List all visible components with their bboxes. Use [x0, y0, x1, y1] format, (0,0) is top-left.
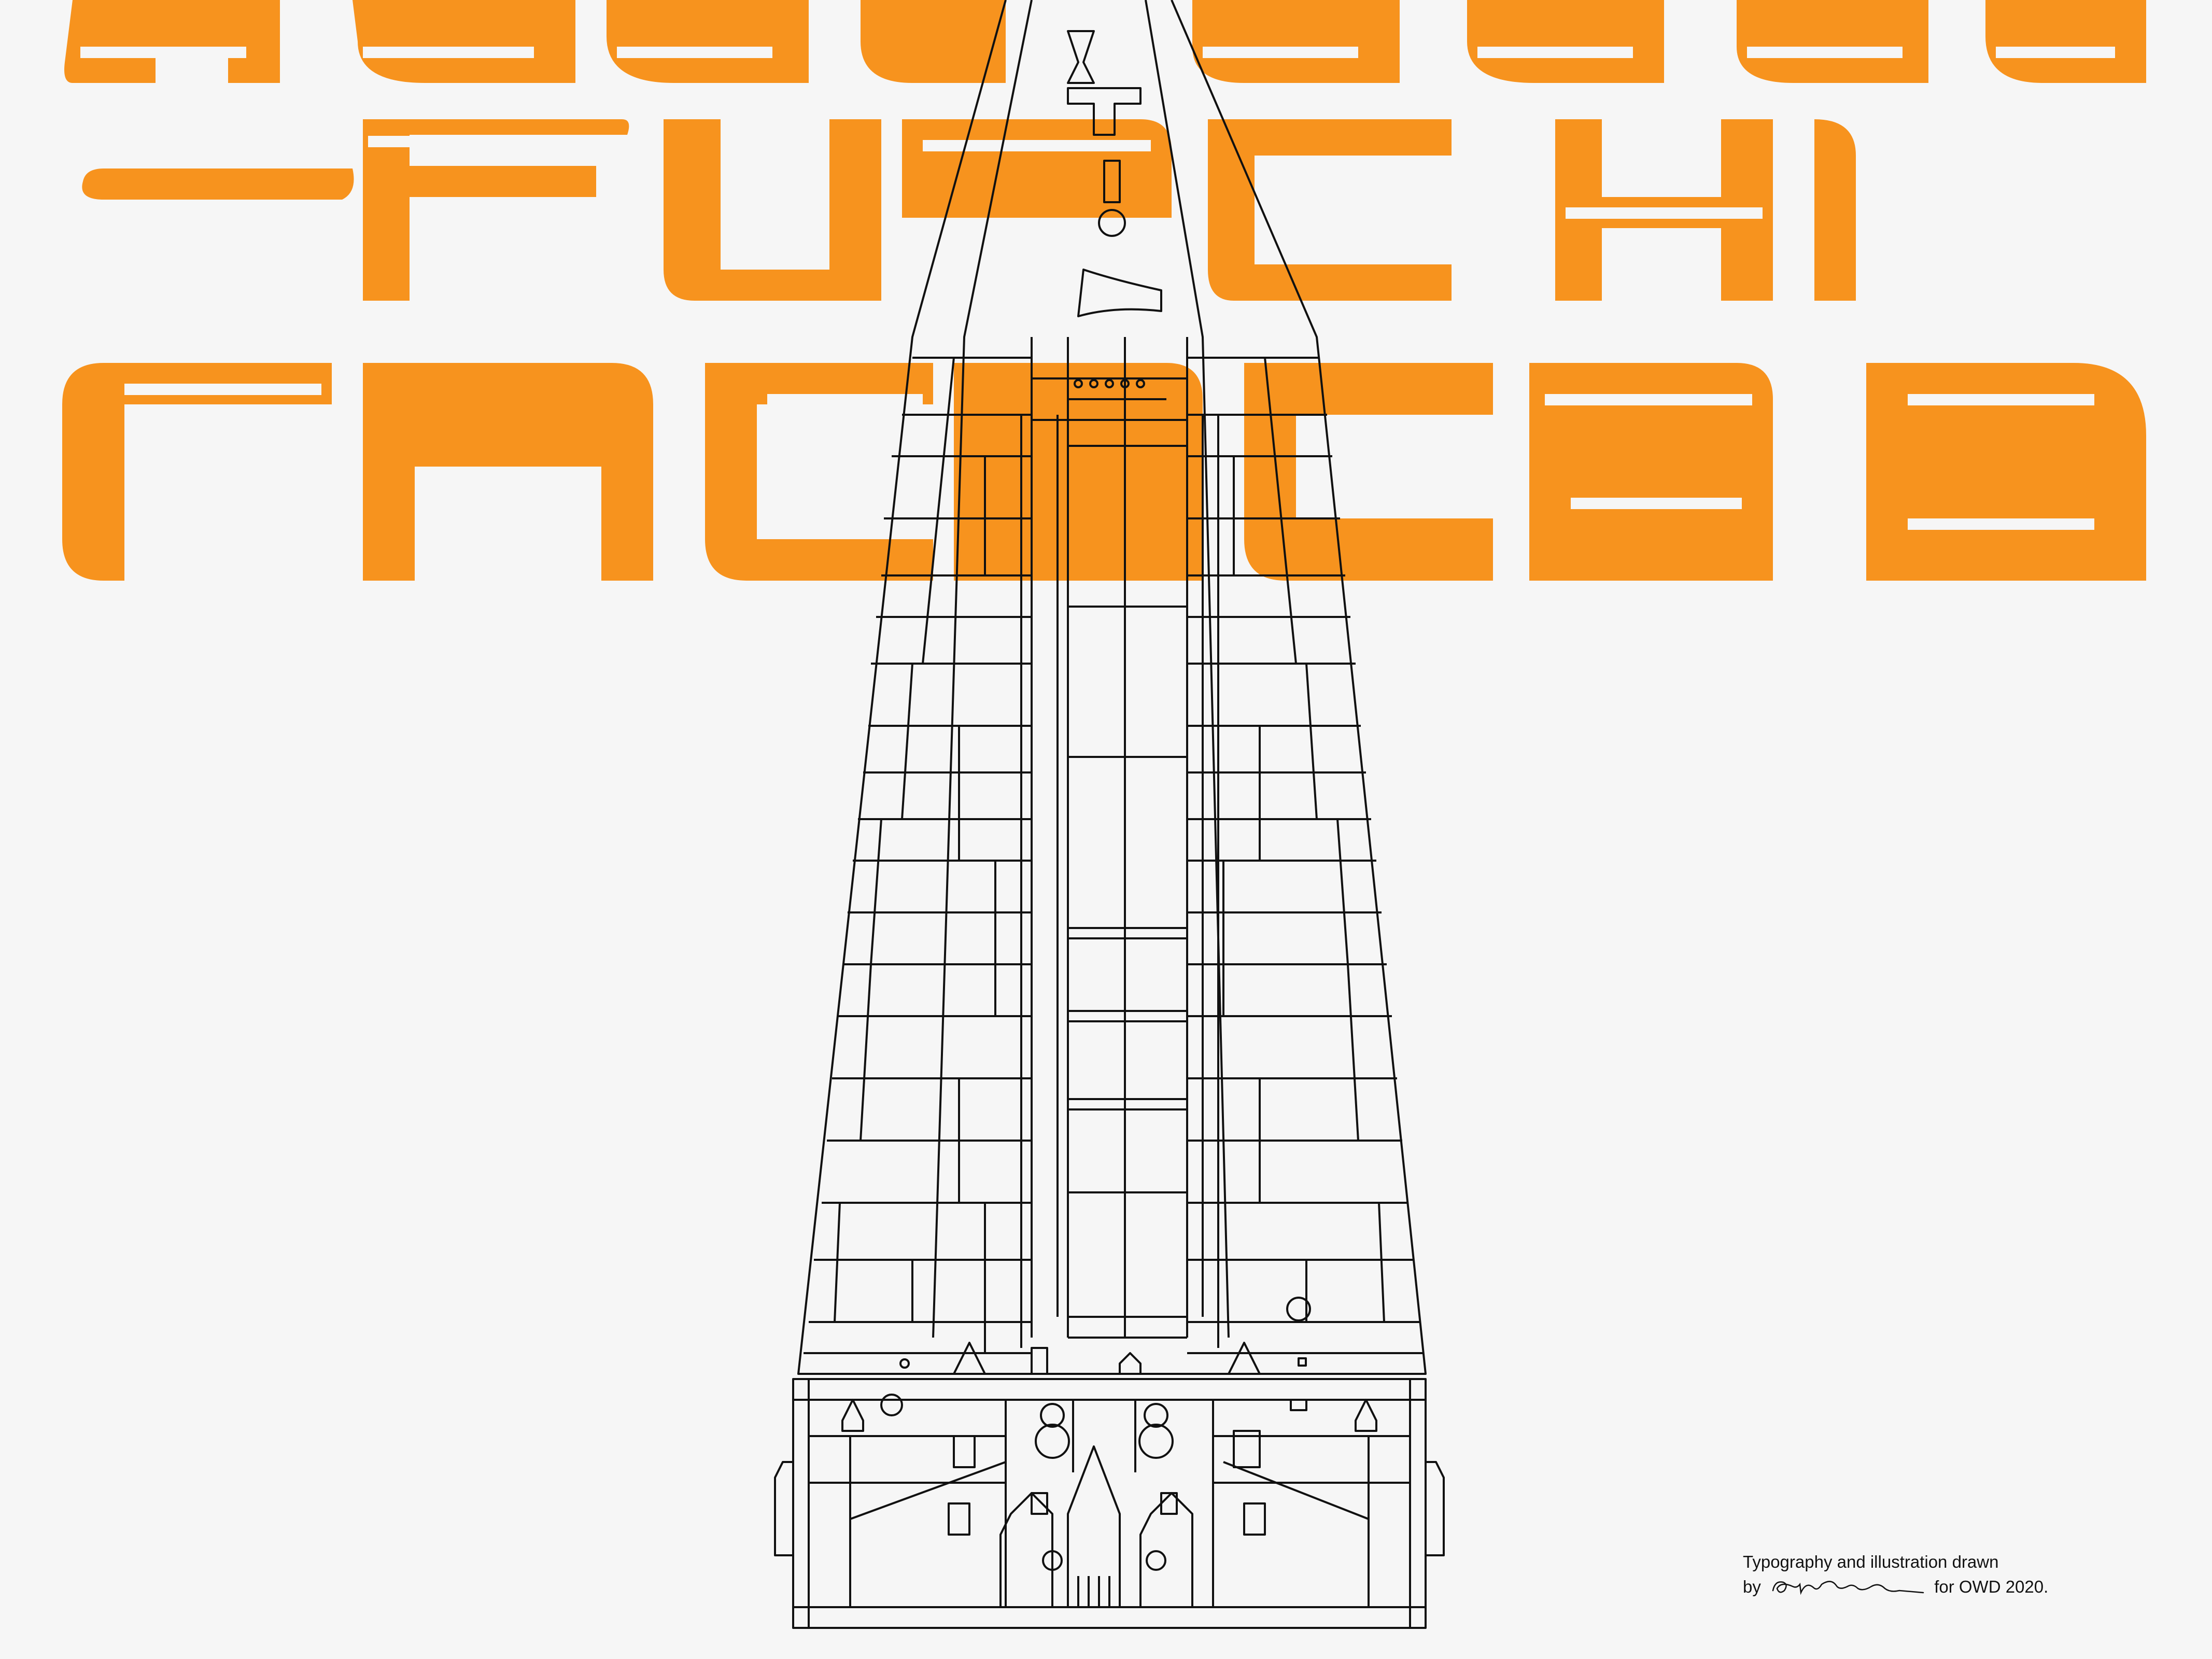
headline-row-2 — [82, 119, 1856, 301]
credit-by: by — [1743, 1577, 1761, 1596]
spire-bell — [1098, 209, 1126, 237]
tower-illustration — [774, 0, 1445, 1629]
credit-block: Typography and illustration drawn by for… — [1743, 1550, 2085, 1599]
signature-icon — [1772, 1581, 1924, 1595]
crown-block — [1031, 377, 1188, 421]
credit-line-1: Typography and illustration drawn — [1743, 1552, 1999, 1571]
spire-cap — [1067, 30, 1095, 84]
spire-shaft — [1103, 160, 1121, 203]
spire-cross — [1067, 87, 1142, 136]
credit-for: for OWD 2020. — [1934, 1577, 2049, 1596]
credit-line-2: by for OWD 2020. — [1743, 1574, 2085, 1599]
tower-outline — [797, 0, 1427, 1375]
headline-row-1 — [64, 0, 2146, 83]
spire-pennant — [1077, 269, 1162, 317]
headline-lettering — [62, 0, 2146, 581]
tower-inner-left — [932, 0, 1033, 1338]
headline-row-3 — [62, 363, 2146, 581]
tower-inner-right — [1145, 0, 1230, 1338]
